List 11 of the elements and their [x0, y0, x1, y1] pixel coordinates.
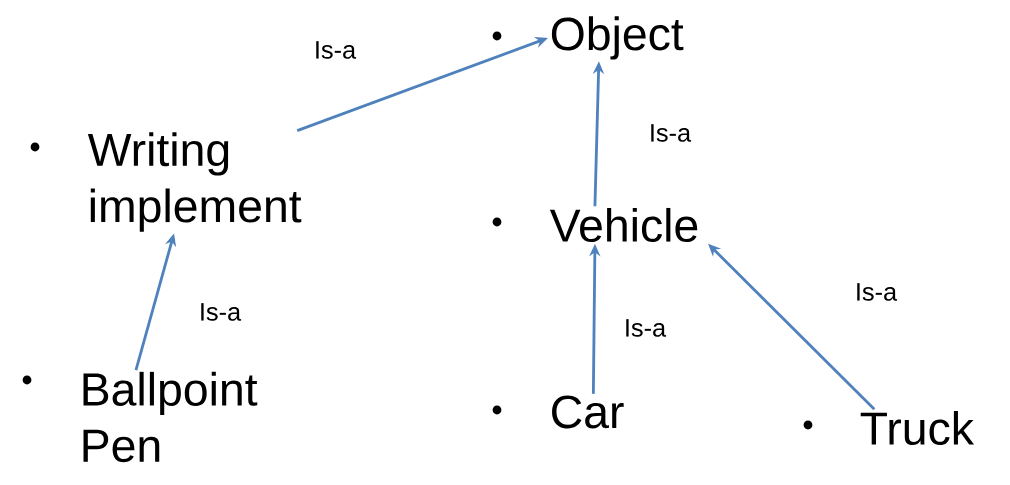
- edge-label: Is-a: [201, 303, 242, 321]
- list-item: Car: [552, 395, 624, 429]
- list-item: Writing implement: [87, 132, 302, 232]
- edge-label: Is-a: [316, 41, 357, 59]
- list-item: Ballpoint Pen: [83, 371, 258, 463]
- edge-label: Is-a: [626, 319, 667, 337]
- list-item: Vehicle: [549, 207, 698, 243]
- edge-label: Is-a: [857, 283, 898, 301]
- list-item: Truck: [860, 410, 974, 446]
- list-item: Object: [551, 16, 684, 60]
- edge-label: Is-a: [651, 124, 692, 142]
